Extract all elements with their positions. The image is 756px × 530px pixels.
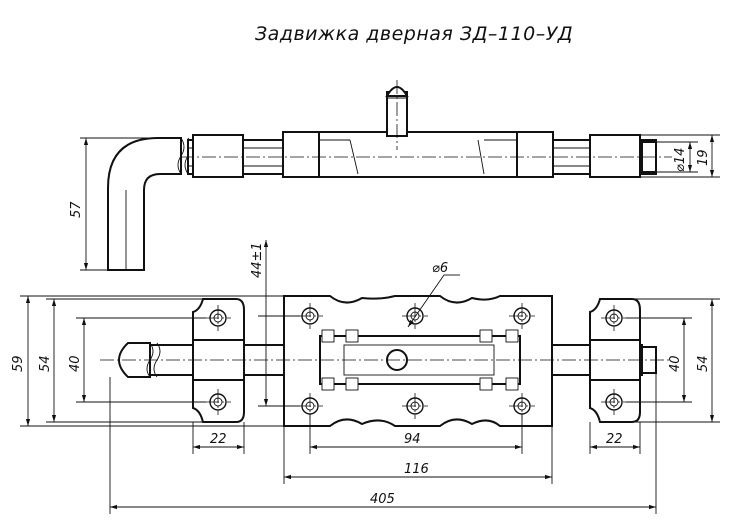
plate-left-block: [282, 131, 320, 178]
dim-44-tolerance: 44±1: [250, 242, 265, 278]
dim-57: 57: [69, 201, 84, 218]
dim-40-right: 40: [668, 355, 683, 372]
dim-hole-diameter: ⌀6: [432, 261, 448, 276]
dim-94: 94: [404, 432, 421, 447]
dim-54-right: 54: [696, 355, 711, 372]
left-bracket-side: [192, 134, 244, 178]
dim-116: 116: [404, 462, 429, 477]
dim-22-left: 22: [210, 432, 227, 447]
slot-notch-6: [345, 377, 359, 391]
slot-notch-3: [479, 329, 493, 343]
left-bracket-top: [192, 298, 245, 341]
plate-right-block: [516, 131, 554, 178]
slot-notch-5: [321, 377, 335, 391]
drawing-title: Задвижка дверная ЗД–110–УД: [255, 23, 573, 45]
front-view: [100, 295, 672, 427]
side-dimensions: 57 ⌀14 19: [69, 134, 720, 271]
slot-notch-1: [321, 329, 335, 343]
plate-chamfer-lines: [319, 139, 517, 175]
side-view: [107, 80, 672, 271]
slot-notch-4: [505, 329, 519, 343]
slot-notch-8: [505, 377, 519, 391]
screw-holes: [205, 303, 627, 419]
right-bracket-top: [589, 298, 641, 341]
right-bracket-bottom: [589, 379, 641, 423]
break-mark-left: [177, 137, 185, 175]
dim-rod-diameter: ⌀14: [673, 148, 688, 172]
slot-notch-2: [345, 329, 359, 343]
handle-bend: [107, 137, 182, 271]
dim-59: 59: [11, 355, 26, 372]
dim-22-right: 22: [606, 432, 623, 447]
dim-40-left: 40: [68, 355, 83, 372]
plate-side: [282, 131, 554, 178]
left-bracket-bottom: [192, 379, 245, 423]
dim-405: 405: [370, 492, 395, 507]
dim-54-left: 54: [38, 355, 53, 372]
front-dimensions: 59 54 40 44±1 ⌀6 40 54 22: [11, 240, 720, 514]
dim-19: 19: [696, 149, 711, 166]
slot-notch-7: [479, 377, 493, 391]
right-bracket-side: [589, 134, 641, 178]
